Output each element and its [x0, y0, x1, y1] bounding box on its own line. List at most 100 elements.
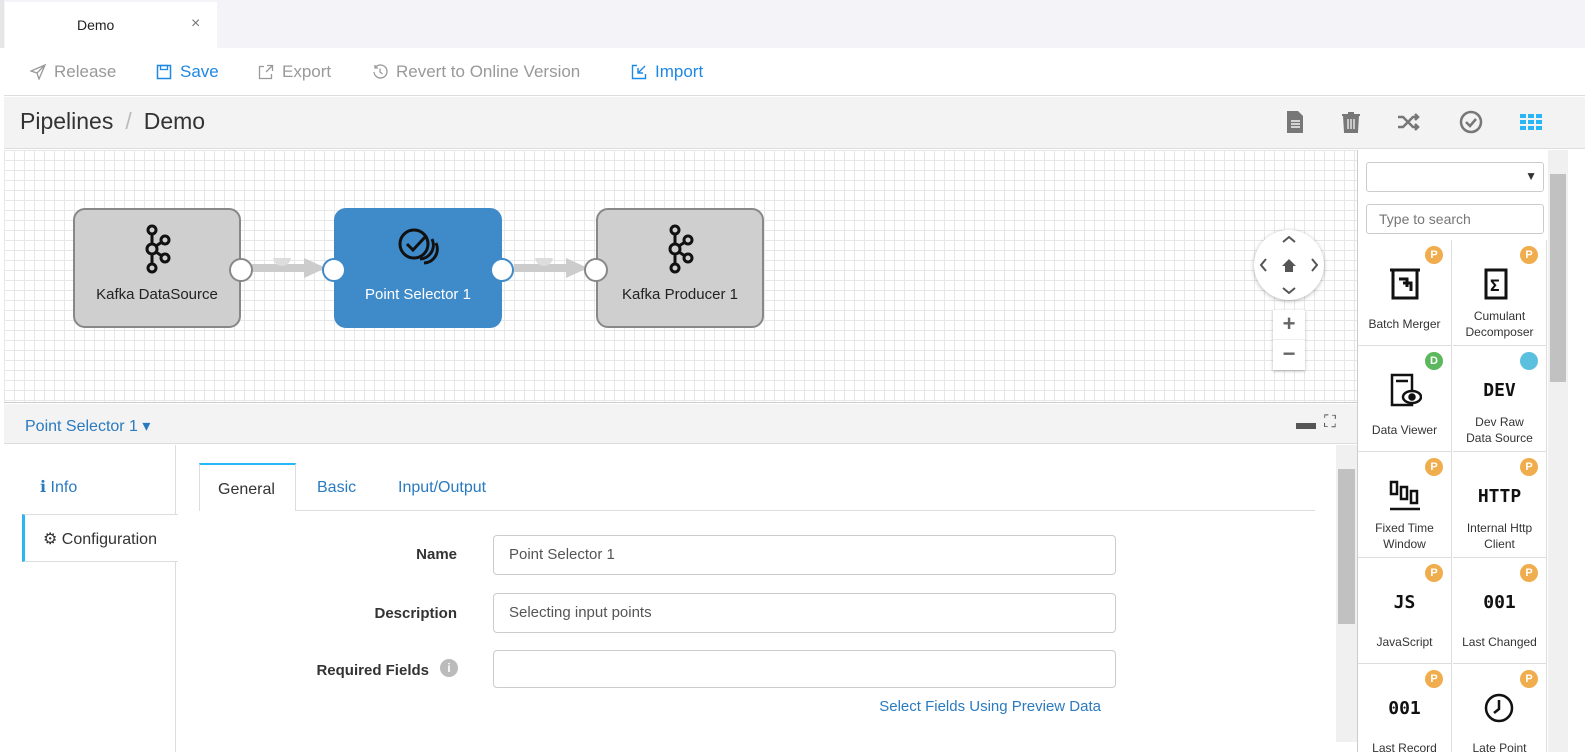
panel-scrollbar[interactable] [1336, 445, 1357, 742]
shuffle-icon[interactable] [1396, 109, 1422, 135]
side-tabs: ℹ Info ⚙ Configuration [4, 445, 178, 752]
palette-item-label: Data Viewer [1371, 423, 1438, 437]
minimize-icon[interactable]: ▬ [1296, 412, 1316, 434]
input-port[interactable] [584, 258, 608, 282]
stage-icon [1453, 688, 1546, 728]
tab-basic[interactable]: Basic [317, 479, 357, 496]
release-button[interactable]: Release [30, 62, 116, 82]
revert-button[interactable]: Revert to Online Version [372, 62, 580, 82]
required-fields-label: Required Fields [316, 662, 429, 679]
maximize-icon[interactable]: ⛶ [1324, 412, 1336, 431]
node-label: Kafka Producer 1 [622, 286, 738, 303]
badge: P [1425, 564, 1443, 582]
save-button[interactable]: Save [156, 62, 219, 82]
info-icon[interactable]: i [440, 659, 458, 677]
zoom-out-button[interactable]: − [1282, 341, 1296, 366]
badge: P [1425, 246, 1443, 264]
gear-icon: ⚙ [43, 531, 62, 548]
pan-control[interactable] [1254, 230, 1324, 300]
config-content: General Basic Input/Output Name Point Se… [177, 445, 1336, 752]
document-icon[interactable] [1282, 109, 1308, 135]
palette-item-label: Last Record [1372, 741, 1437, 752]
stage-selector[interactable]: Point Selector 1 ▾ [25, 418, 151, 435]
save-label: Save [180, 62, 219, 81]
kafka-icon [668, 224, 694, 274]
import-label: Import [655, 62, 704, 81]
palette-item[interactable]: DEV Dev Raw Data Source [1453, 346, 1547, 452]
palette-item-label: Dev Raw Data Source [1466, 415, 1533, 445]
trash-icon[interactable] [1338, 109, 1364, 135]
stage-icon: 001 [1388, 697, 1421, 719]
check-circle-icon[interactable] [1458, 109, 1484, 135]
grid-icon[interactable] [1518, 109, 1544, 135]
tab-input-output[interactable]: Input/Output [398, 479, 487, 496]
side-tab-configuration[interactable]: ⚙ Configuration [22, 514, 178, 562]
palette-search-input[interactable] [1366, 204, 1544, 234]
library-select[interactable]: ▼ [1366, 162, 1544, 192]
revert-label: Revert to Online Version [396, 62, 581, 81]
palette-scrollbar[interactable] [1548, 150, 1568, 752]
export-button[interactable]: Export [258, 62, 331, 82]
description-field[interactable]: Selecting input points [493, 593, 1116, 633]
zoom-in-button[interactable]: + [1273, 310, 1305, 340]
palette-item[interactable]: Data Viewer D [1358, 346, 1452, 452]
edge-arrow[interactable] [252, 258, 326, 278]
palette-item[interactable]: Fixed Time Window P [1358, 452, 1452, 558]
edge-arrow[interactable] [514, 258, 588, 278]
palette-item-label: Fixed Time Window [1375, 521, 1434, 551]
close-tab-icon[interactable]: × [191, 15, 201, 32]
side-tab-info[interactable]: ℹ Info [22, 463, 176, 511]
tab-strip [0, 0, 1585, 48]
breadcrumb-separator: / [125, 108, 132, 134]
select-fields-preview-link[interactable]: Select Fields Using Preview Data [879, 698, 1101, 715]
badge: P [1425, 670, 1443, 688]
breadcrumb-pipelines[interactable]: Pipelines [20, 108, 114, 134]
input-port[interactable] [322, 258, 346, 282]
badge: P [1520, 246, 1538, 264]
history-icon [373, 64, 388, 79]
palette-item-label: JavaScript [1376, 635, 1433, 649]
tab-demo[interactable]: Demo × [5, 2, 217, 48]
tab-divider [199, 510, 1315, 511]
pipeline-canvas[interactable]: Kafka DataSource Point Selector 1 Kafka … [4, 150, 1357, 403]
name-field[interactable]: Point Selector 1 [493, 535, 1116, 575]
panel-header: Point Selector 1 ▾ ▬ ⛶ [4, 404, 1357, 444]
stage-icon: DEV [1483, 379, 1516, 401]
tab-general[interactable]: General [199, 463, 296, 511]
stage-icon: HTTP [1477, 485, 1522, 507]
stage-icon [1358, 476, 1451, 516]
save-icon [156, 64, 172, 80]
badge: P [1425, 458, 1443, 476]
stage-icon: 001 [1483, 591, 1516, 613]
required-fields-input[interactable] [493, 650, 1116, 688]
stage-icon [1358, 370, 1451, 410]
badge: P [1520, 458, 1538, 476]
output-port[interactable] [229, 258, 253, 282]
node-point-selector[interactable]: Point Selector 1 [322, 208, 514, 328]
import-icon [631, 64, 647, 80]
output-port[interactable] [490, 258, 514, 282]
stage-icon [1358, 264, 1451, 304]
svg-text:Σ: Σ [1490, 276, 1500, 295]
node-kafka-datasource[interactable]: Kafka DataSource [73, 208, 253, 328]
breadcrumb: Pipelines/Demo [20, 108, 205, 135]
badge: D [1425, 352, 1443, 370]
badge [1520, 352, 1538, 370]
node-label: Kafka DataSource [96, 286, 218, 303]
kafka-icon [145, 224, 171, 274]
dropdown-arrow-icon: ▼ [1525, 169, 1537, 183]
import-button[interactable]: Import [631, 62, 703, 82]
palette-item-label: Late Point [1472, 741, 1527, 752]
node-kafka-producer[interactable]: Kafka Producer 1 [584, 208, 764, 328]
palette-item-label: Last Changed [1462, 635, 1537, 649]
side-tab-label: Info [50, 479, 78, 496]
badge: P [1520, 564, 1538, 582]
description-label: Description [374, 605, 457, 622]
